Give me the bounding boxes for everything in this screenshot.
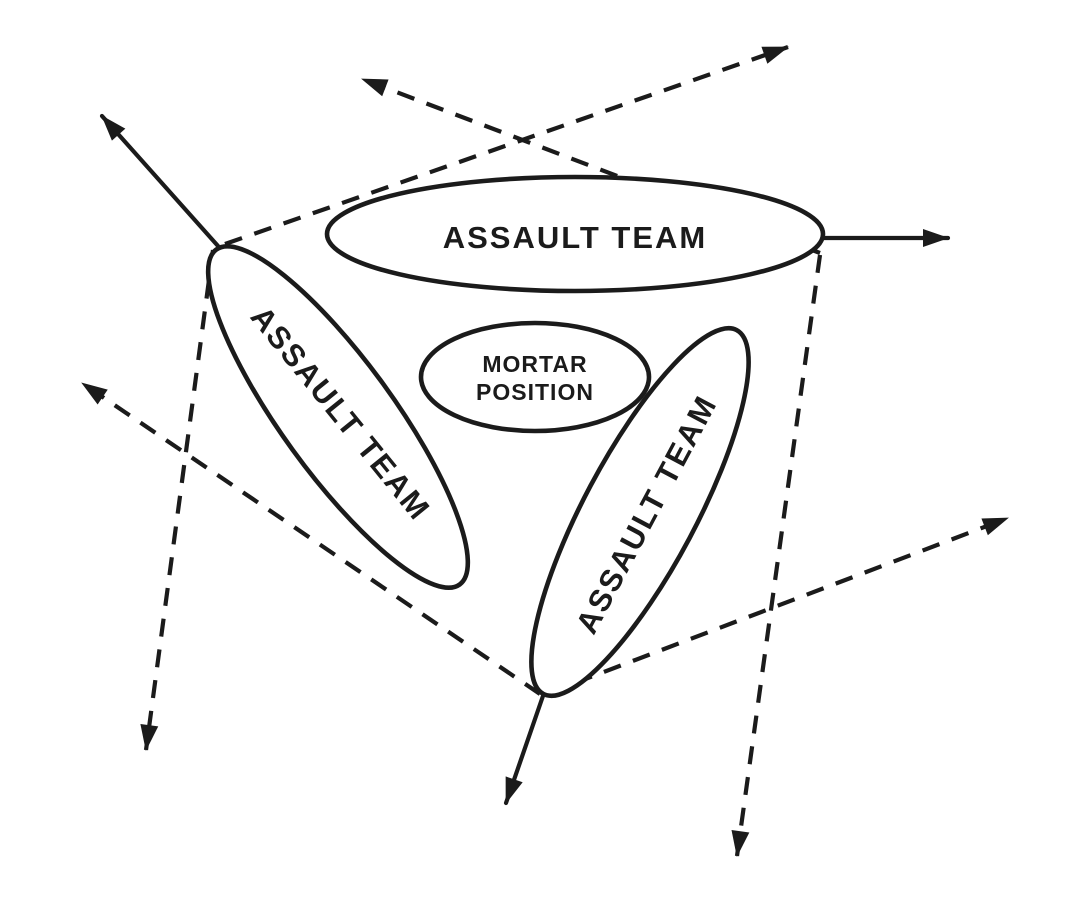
assault-team-oval-top xyxy=(324,174,826,294)
solid-arrow-down-icon xyxy=(503,690,547,806)
dashed-arrow-upper-left-icon xyxy=(361,77,821,255)
dashed-arrow-lower-right-down-icon xyxy=(731,254,823,857)
dashed-arrow-upper-right-icon xyxy=(224,45,789,246)
assault-team-oval-right xyxy=(529,325,751,699)
solid-arrow-upper-left-icon xyxy=(99,113,221,249)
dashed-sector-arrows xyxy=(80,45,1009,857)
assault-team-label-top: ASSAULT TEAM xyxy=(443,220,708,255)
mortar-position-label-line2: POSITION xyxy=(476,379,594,405)
mortar-position-label-line1: MORTAR xyxy=(482,351,587,377)
solid-direction-arrows xyxy=(99,113,951,806)
dashed-arrow-right-icon xyxy=(545,516,1009,696)
assault-team-oval-left xyxy=(205,244,471,590)
mortar-position-ellipse xyxy=(418,320,652,434)
dashed-arrow-lower-left-down-icon xyxy=(140,249,216,751)
